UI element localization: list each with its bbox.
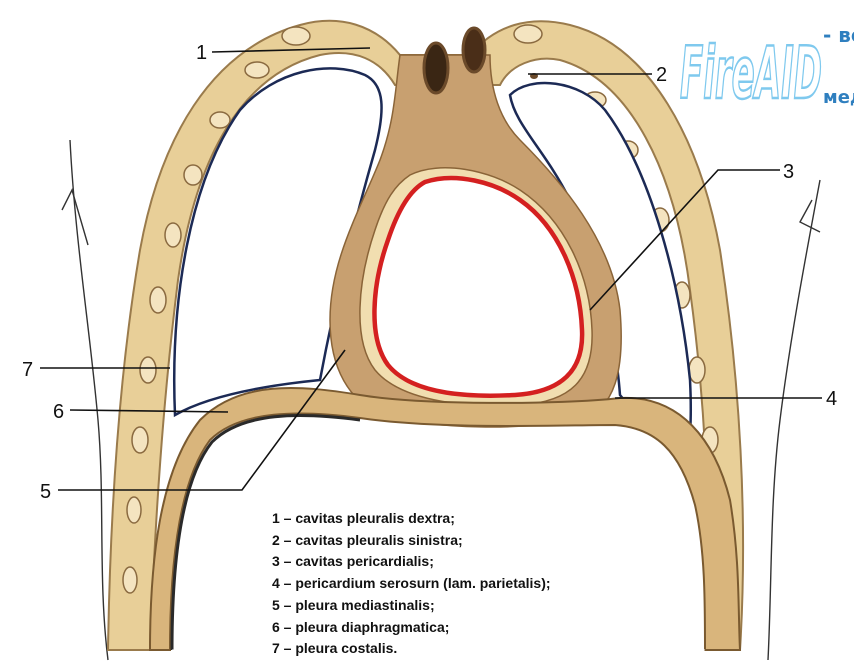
label-3: 3 [783,161,794,183]
watermark-logo: FireAID - вс мед [680,23,854,115]
svg-text:FireAID: FireAID [680,31,822,115]
label-6: 6 [53,401,64,423]
legend-item-7: 7 – pleura costalis. [272,638,551,660]
label-1: 1 [196,42,207,64]
legend-item-6: 6 – pleura diaphragmatica; [272,617,551,639]
legend-item-3: 3 – cavitas pericardialis; [272,551,551,573]
legend-item-1: 1 – cavitas pleuralis dextra; [272,508,551,530]
legend-item-4: 4 – pericardium serosurn (lam. parietali… [272,573,551,595]
label-4: 4 [826,388,837,410]
label-2: 2 [656,64,667,86]
legend-item-2: 2 – cavitas pleuralis sinistra; [272,530,551,552]
leader-6 [70,410,228,412]
label-5: 5 [40,481,51,503]
legend-item-5: 5 – pleura mediastinalis; [272,595,551,617]
svg-text:мед: мед [823,87,854,108]
label-7: 7 [22,359,33,381]
svg-text:- вс: - вс [823,23,854,47]
legend: 1 – cavitas pleuralis dextra; 2 – cavita… [272,508,551,660]
